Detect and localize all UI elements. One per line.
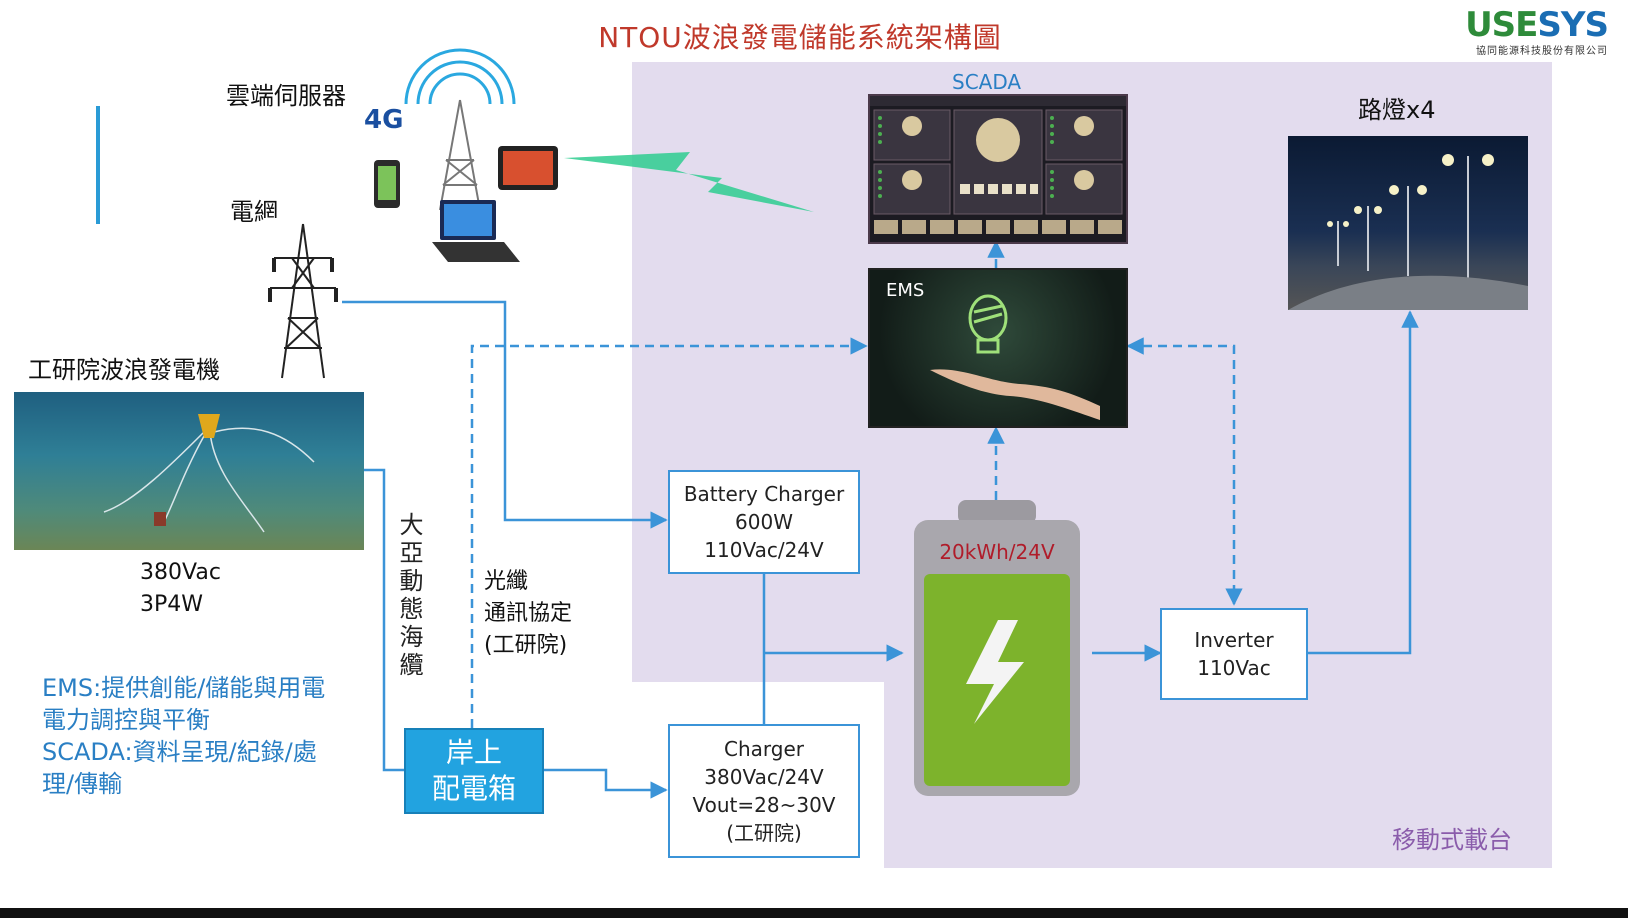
power-grid-tower <box>264 218 342 390</box>
scada-label: SCADA <box>952 70 1022 94</box>
wave-generator-image <box>14 392 364 550</box>
battery-icon: 20kWh/24V <box>902 500 1092 802</box>
note-line-4: 理/傳輸 <box>42 770 123 798</box>
battery-charger-voltage: 110Vac/24V <box>704 538 824 562</box>
charger-voltage: 380Vac/24V <box>704 765 824 789</box>
fourg-icon: 4G <box>364 105 403 135</box>
logo-text-a: USE <box>1465 5 1538 45</box>
fiber-label-line1: 光纖 <box>484 569 529 594</box>
transmission-tower-icon <box>268 223 338 379</box>
battery-charger-power: 600W <box>735 510 793 534</box>
inverter-box: Inverter 110Vac <box>1160 608 1308 700</box>
fiber-protocol-label: 光纖 通訊協定 (工研院) <box>484 566 572 662</box>
charger-owner: (工研院) <box>726 821 802 845</box>
cell-tower-icon <box>439 99 481 211</box>
buoy-icon <box>198 414 220 438</box>
charger-vout: Vout=28~30V <box>692 793 836 817</box>
shore-box-line2: 配電箱 <box>431 772 516 805</box>
street-lights-image <box>1288 136 1528 310</box>
generator-phase: 3P4W <box>140 592 204 617</box>
street-lights-label: 路燈x4 <box>1358 96 1436 124</box>
note-line-3: SCADA:資料呈現/紀錄/處 <box>42 738 317 766</box>
battery-charger-box: Battery Charger 600W 110Vac/24V <box>668 470 860 574</box>
note-line-1: EMS:提供創能/儲能與用電 <box>42 674 326 702</box>
inverter-voltage: 110Vac <box>1197 656 1271 680</box>
wave-generator-label: 工研院波浪發電機 <box>28 356 220 384</box>
mobile-platform-label: 移動式載台 <box>1392 826 1512 854</box>
logo-subtitle: 協同能源科技股份有限公司 <box>1476 46 1608 57</box>
inverter-title: Inverter <box>1194 628 1274 652</box>
company-logo: USESYS 協同能源科技股份有限公司 <box>1465 5 1609 57</box>
charger-title: Charger <box>724 737 804 761</box>
ems-label: EMS <box>886 280 925 301</box>
note-line-2: 電力調控與平衡 <box>42 706 210 734</box>
battery-charger-title: Battery Charger <box>683 482 845 506</box>
lightbulb-icon <box>968 294 1008 354</box>
subsea-cable-label: 大亞動態海纜 <box>395 512 423 680</box>
cloud-server-label: 雲端伺服器 <box>226 82 346 110</box>
fiber-label-line3: (工研院) <box>484 633 568 658</box>
scada-screen <box>868 94 1128 244</box>
shore-distribution-box: 岸上 配電箱 <box>404 728 544 814</box>
logo-text-b: SYS <box>1537 5 1609 45</box>
fiber-label-line2: 通訊協定 <box>484 601 573 626</box>
wireless-link-icon <box>564 152 814 212</box>
signal-arcs-icon <box>404 48 516 105</box>
ems-panel: EMS <box>868 268 1128 428</box>
battery-capacity: 20kWh/24V <box>939 540 1055 564</box>
hand-icon <box>930 369 1100 420</box>
charger-box: Charger 380Vac/24V Vout=28~30V (工研院) <box>668 724 860 858</box>
page-title: NTOU波浪發電儲能系統架構圖 <box>598 21 1002 54</box>
lightning-bolt-icon <box>966 620 1024 724</box>
shore-box-line1: 岸上 <box>445 736 502 769</box>
notes-block: EMS:提供創能/儲能與用電 電力調控與平衡 SCADA:資料呈現/紀錄/處 理… <box>42 672 325 800</box>
generator-voltage: 380Vac <box>140 560 221 585</box>
